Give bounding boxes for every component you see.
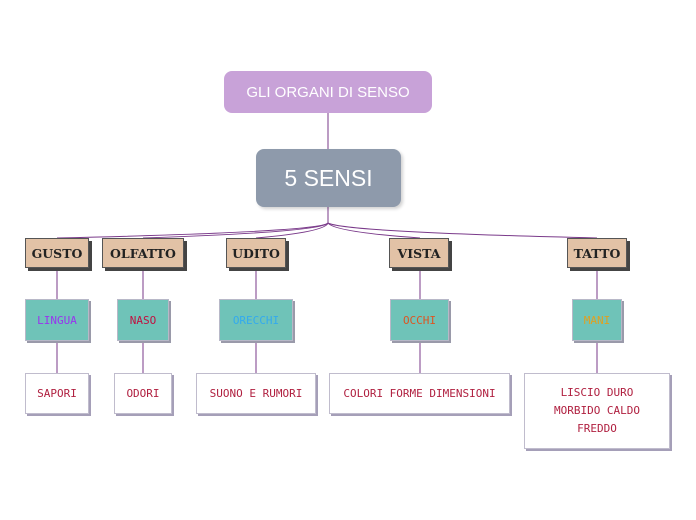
result-node-colori-forme-dimensioni[interactable]: COLORI FORME DIMENSIONI [329, 373, 510, 414]
sense-label: VISTA [397, 245, 441, 261]
organ-node-mani[interactable]: MANI [572, 299, 622, 341]
sense-label: OLFATTO [110, 245, 176, 261]
sense-label: UDITO [232, 245, 280, 261]
sense-node-olfatto[interactable]: OLFATTO [102, 238, 184, 268]
organ-label: OCCHI [402, 313, 437, 327]
organ-label: ORECCHI [232, 313, 280, 327]
result-node-liscio-duro-morbido-caldo-freddo[interactable]: LISCIO DURO MORBIDO CALDO FREDDO [524, 373, 670, 449]
result-label: COLORI FORME DIMENSIONI [343, 386, 496, 400]
result-node-odori[interactable]: ODORI [114, 373, 172, 414]
result-label: SAPORI [37, 386, 77, 400]
result-label: ODORI [126, 386, 160, 400]
sense-node-udito[interactable]: UDITO [226, 238, 286, 268]
result-label: SUONO E RUMORI [209, 386, 303, 400]
organ-node-naso[interactable]: NASO [117, 299, 169, 341]
organ-node-occhi[interactable]: OCCHI [390, 299, 449, 341]
sense-node-vista[interactable]: VISTA [389, 238, 449, 268]
main-label: 5 SENSI [284, 164, 373, 191]
title-label: GLI ORGANI DI SENSO [246, 83, 410, 101]
organ-label: LINGUA [37, 313, 77, 327]
sense-node-gusto[interactable]: GUSTO [25, 238, 89, 268]
sense-label: GUSTO [31, 245, 83, 261]
main-node[interactable]: 5 SENSI [256, 149, 401, 207]
organ-node-orecchi[interactable]: ORECCHI [219, 299, 293, 341]
sense-node-tatto[interactable]: TATTO [567, 238, 627, 268]
organ-label: MANI [583, 313, 611, 327]
sense-label: TATTO [573, 245, 621, 261]
organ-node-lingua[interactable]: LINGUA [25, 299, 89, 341]
title-node[interactable]: GLI ORGANI DI SENSO [224, 71, 432, 113]
result-label: LISCIO DURO MORBIDO CALDO FREDDO [553, 386, 641, 435]
result-node-sapori[interactable]: SAPORI [25, 373, 89, 414]
organ-label: NASO [129, 313, 157, 327]
result-node-suono-e-rumori[interactable]: SUONO E RUMORI [196, 373, 316, 414]
